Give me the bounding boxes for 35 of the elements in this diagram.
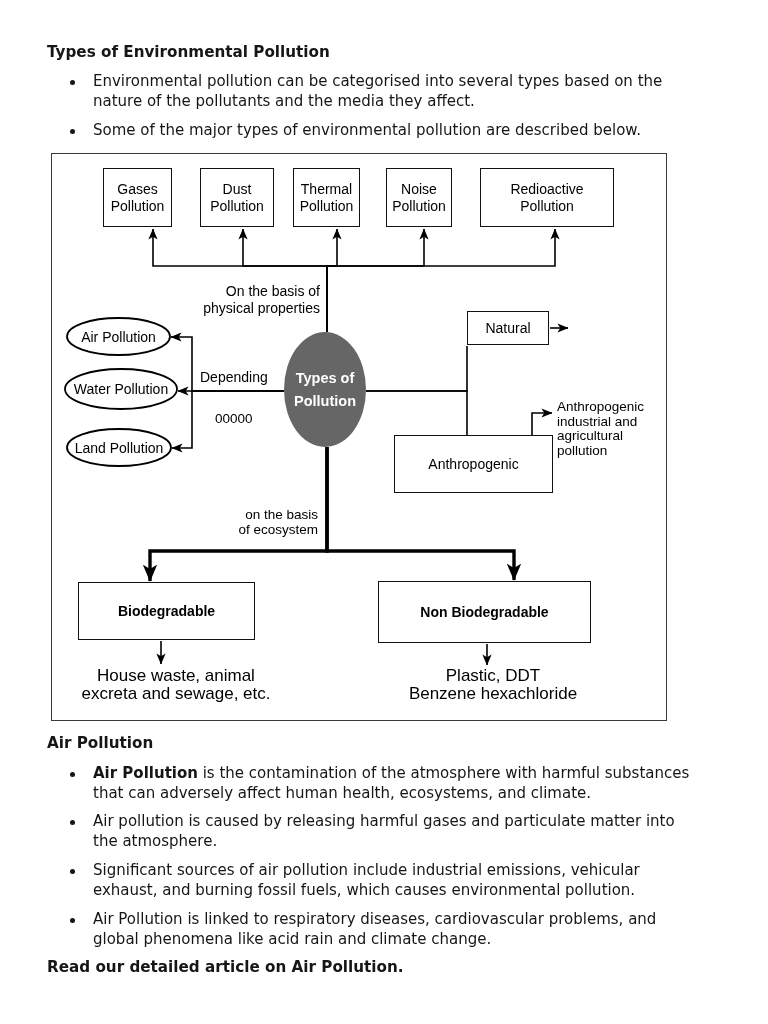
pollution-type-box: Noise Pollution xyxy=(386,168,452,227)
source-box: Natural xyxy=(467,311,549,345)
category-box: Biodegradable xyxy=(78,582,255,640)
arrow xyxy=(325,447,522,581)
section-heading: Air Pollution xyxy=(47,733,154,753)
arrow xyxy=(326,228,560,333)
bullet-text: Environmental pollution can be categorised into several types based on the nature of the pollutants and the media they affect. xyxy=(93,71,664,111)
section-heading: Types of Environmental Pollution xyxy=(47,42,330,62)
pollution-type-box: Gases Pollution xyxy=(103,168,172,227)
bullet-text: Air Pollution is the contamination of the atmosphere with harmful substances that can adversely affect human health, ecosystems, and climate. xyxy=(93,763,691,803)
pollution-ellipse: Land Pollution xyxy=(66,428,172,467)
pollution-type-box: Dust Pollution xyxy=(200,168,274,227)
arrow xyxy=(156,640,166,665)
pollution-ellipse: Air Pollution xyxy=(66,317,171,356)
example-text: Plastic, DDT Benzene hexachloride xyxy=(383,667,603,703)
diagram-note: 00000 xyxy=(215,411,253,427)
arrow xyxy=(171,390,285,453)
read-more-text: Read our detailed article on Air Pollution. xyxy=(47,957,404,977)
arrow xyxy=(482,643,492,666)
pollution-type-box: Thermal Pollution xyxy=(293,168,360,227)
edge-label: Depending xyxy=(198,369,270,386)
bullet-text: Air Pollution is linked to respiratory diseases, cardiovascular problems, and global phenomena like acid rain and climate change. xyxy=(93,909,658,949)
arrow xyxy=(531,408,553,436)
pollution-ellipse: Water Pollution xyxy=(64,368,178,410)
bullet-text: Air pollution is caused by releasing harmful gases and particulate matter into the atmosphere. xyxy=(93,811,676,851)
source-box: Anthropogenic xyxy=(394,435,553,493)
connector-line xyxy=(365,390,468,436)
bullet-text: Some of the major types of environmental pollution are described below. xyxy=(93,120,642,140)
example-text: Anthropogenic industrial and agricultural pollution xyxy=(557,400,663,458)
category-ellipse: Types of Pollution xyxy=(284,332,366,447)
category-box: Non Biodegradable xyxy=(378,581,591,643)
arrow xyxy=(549,323,569,333)
example-text: House waste, animal excreta and sewage, etc. xyxy=(60,667,292,703)
pollution-type-box: Redioactive Pollution xyxy=(480,168,614,227)
bullet-text: Significant sources of air pollution include industrial emissions, vehicular exhaust, and burning fossil fuels, which causes environmental pollution. xyxy=(93,860,641,900)
